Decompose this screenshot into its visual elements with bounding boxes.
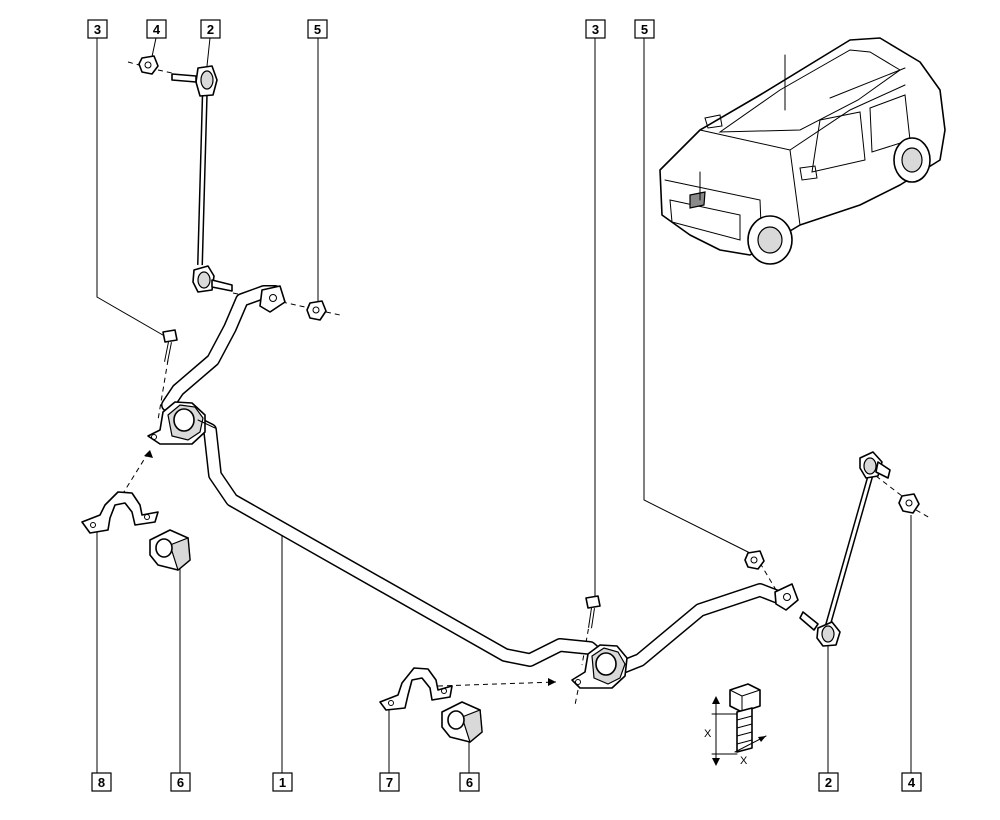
bolt-left [162,329,178,363]
bushing-right [441,701,483,744]
stabilizer-bar-body [161,285,785,677]
callout-label: 6 [177,775,184,790]
callout-label: 5 [314,22,321,37]
callout-label: 1 [279,775,286,790]
clamp-right [379,667,453,711]
callout-3-left: 3 [87,19,108,39]
callout-label: 5 [641,22,648,37]
bar-right-eye [774,583,799,611]
bushing-left [149,529,191,572]
callout-label: 3 [94,22,101,37]
callout-label: 6 [466,775,473,790]
bolt-mid [585,595,601,629]
link-rod-right [799,451,891,647]
dimension-label-diameter: X [740,755,748,767]
nut-top-left [138,55,159,75]
leader-lines [96,37,912,774]
bolt-dimension-detail: X X [704,683,767,767]
mounted-clamp-right [571,644,628,689]
nut-item4-right [898,493,920,514]
bar-left-eye [259,285,286,313]
callout-label: 8 [98,775,105,790]
callout-4-top: 4 [146,19,167,39]
callout-6-left: 6 [170,772,191,792]
mounted-clamp-left [147,401,216,445]
callout-5-top: 5 [307,19,328,39]
link-rod-left [171,65,233,293]
callout-label: 2 [207,22,214,37]
callout-label: 4 [908,775,916,790]
callout-2-top: 2 [200,19,221,39]
callout-6-mid: 6 [459,772,480,792]
callout-label: 2 [825,775,832,790]
callout-2-bottom: 2 [818,772,839,792]
vehicle-location-thumbnail [659,37,946,265]
callout-8: 8 [91,772,112,792]
clamp-left [81,491,159,534]
callout-label: 3 [592,22,599,37]
callout-5-right: 5 [634,19,655,39]
nut-item5-right [744,550,765,570]
callout-4-bottom: 4 [901,772,922,792]
nut-item5-left [306,300,327,321]
callout-1: 1 [272,772,293,792]
callout-3-mid: 3 [585,19,606,39]
dimension-label-length: X [704,728,712,740]
stabilizer-bar [161,285,799,677]
callout-label: 7 [386,775,393,790]
assembly-arrows [144,450,556,686]
callout-label: 4 [153,22,161,37]
callouts: 3 4 2 5 3 5 8 6 [87,19,922,792]
callout-7: 7 [379,772,400,792]
